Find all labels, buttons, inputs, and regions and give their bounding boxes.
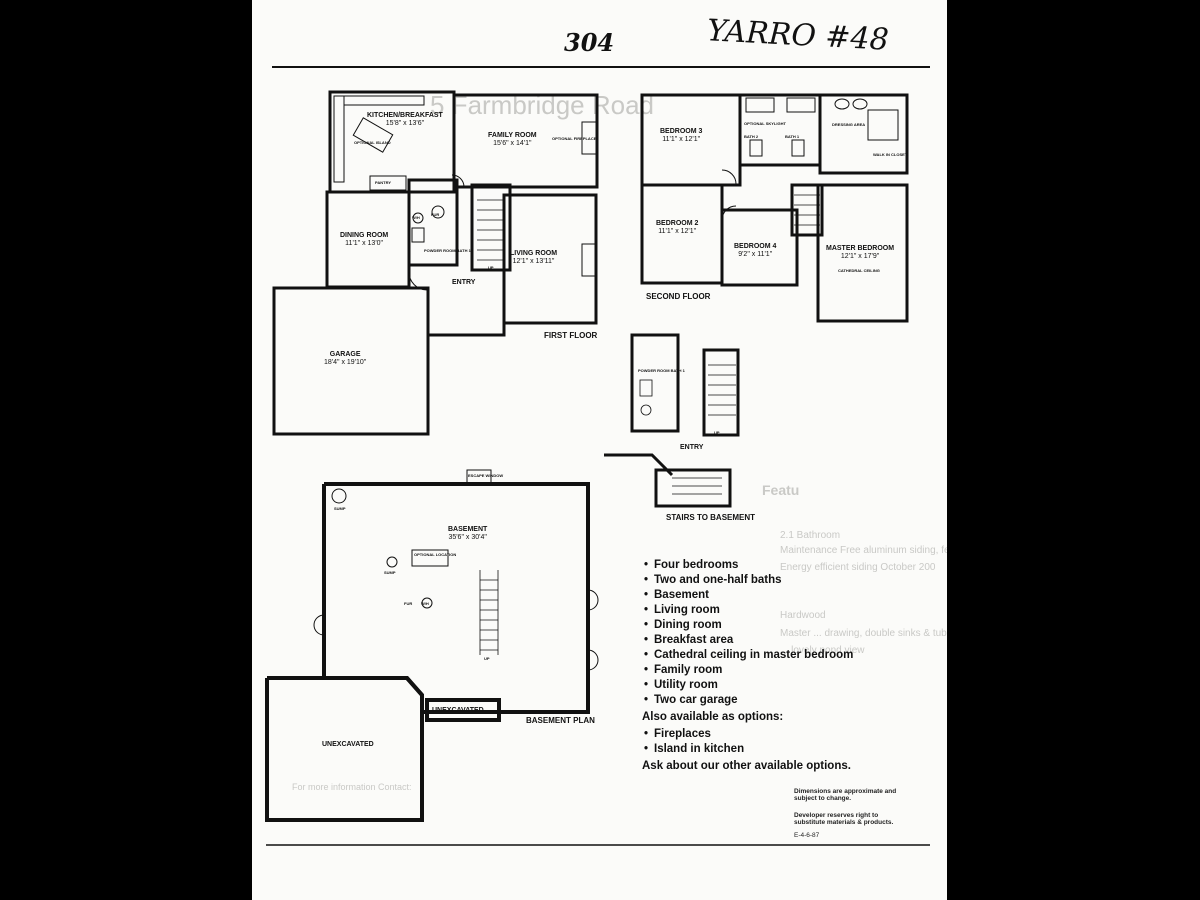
second-floor-plan: [640, 93, 909, 323]
ask-about-options: Ask about our other available options.: [642, 760, 851, 772]
feature-item: •Utility room: [644, 679, 718, 691]
second-floor-caption: SECOND FLOOR: [646, 292, 711, 301]
walk-in-closet-label: WALK IN CLOSET: [873, 152, 908, 157]
ghost-line-4: Hardwood: [780, 610, 826, 621]
options-list: •Fireplaces •Island in kitchen: [644, 727, 744, 757]
bath-2-label: BATH 2: [744, 134, 759, 139]
living-room-name: LIVING ROOM: [510, 250, 558, 257]
listing-sheet: 5 Farmbridge Road Featu 2.1 Bathroom Mai…: [252, 0, 947, 900]
entry-detail-plan: [604, 333, 740, 508]
powder-room-label: POWDER ROOM BATH 1: [424, 248, 471, 253]
feature-item: •Living room: [644, 604, 720, 616]
basement-wh-label: W/H: [421, 601, 429, 606]
disclaimer-code: E-4-6-87: [794, 832, 820, 839]
wh-label: W/H: [412, 215, 420, 220]
fur-label: FUR: [431, 212, 440, 217]
ghost-line-6: ... lovely pond view: [780, 645, 865, 656]
fireplace-label: OPTIONAL FIREPLACE: [552, 136, 597, 141]
family-room-name: FAMILY ROOM: [488, 132, 537, 139]
feature-item: •Two car garage: [644, 694, 738, 706]
options-heading: Also available as options:: [642, 711, 784, 723]
basement-label: BASEMENT 35'6" x 30'4": [448, 526, 487, 542]
ghost-features-heading: Featu: [762, 482, 800, 498]
entry-up-label: UP: [714, 430, 720, 435]
pantry-label: PANTRY: [375, 180, 391, 185]
entry-detail-label: ENTRY: [680, 444, 704, 451]
floor-plans: [265, 66, 930, 846]
first-floor-plan: [272, 90, 599, 436]
kitchen-label: KITCHEN/BREAKFAST 15'8" x 13'6": [367, 112, 443, 128]
disclaimer-developer: Developer reserves right to substitute m…: [794, 812, 894, 826]
garage-dims: 18'4" x 19'10": [324, 359, 367, 366]
escape-window-label: ESCAPE WINDOW: [468, 473, 504, 478]
disclaimer-dimensions: Dimensions are approximate and subject t…: [794, 788, 897, 802]
master-bedroom-name: MASTER BEDROOM: [826, 245, 895, 252]
ghost-contact: For more information Contact:: [292, 782, 412, 792]
basement-plan: [265, 482, 590, 822]
first-floor-caption: FIRST FLOOR: [544, 331, 598, 340]
ghost-line-5: Master ... drawing, double sinks & tub: [780, 628, 947, 639]
ghost-line-1: 2.1 Bathroom: [780, 530, 841, 541]
bedroom-4-dims: 9'2" x 11'1": [738, 251, 773, 258]
bedroom-2-name: BEDROOM 2: [656, 220, 699, 227]
entry-label: ENTRY: [452, 279, 476, 286]
basement-plan-caption: BASEMENT PLAN: [526, 716, 595, 725]
dressing-area-label: DRESSING AREA: [832, 122, 866, 127]
bedroom-3-name: BEDROOM 3: [660, 128, 703, 135]
bedroom-3-label: BEDROOM 3 11'1" x 12'1": [660, 128, 702, 144]
ghost-line-2: Maintenance Free aluminum siding, fences…: [780, 545, 947, 556]
stairs-to-basement-caption: STAIRS TO BASEMENT: [666, 513, 756, 522]
features-list: •Four bedrooms •Two and one-half baths •…: [644, 558, 853, 708]
kitchen-dims: 15'8" x 13'6": [385, 120, 425, 127]
up-label-first: UP: [488, 265, 494, 270]
garage-label: GARAGE 18'4" x 19'10": [324, 351, 366, 367]
garage-name: GARAGE: [329, 351, 361, 358]
bedroom-2-label: BEDROOM 2 11'1" x 12'1": [656, 220, 698, 236]
basement-up-label: UP: [484, 656, 490, 661]
unexcavated-label-large: UNEXCAVATED: [322, 741, 374, 748]
living-room-label: LIVING ROOM 12'1" x 13'11": [510, 250, 557, 266]
basement-fur-label: FUR: [404, 601, 413, 606]
dining-room-label: DINING ROOM 11'1" x 13'0": [340, 232, 388, 248]
bedroom-3-dims: 11'1" x 12'1": [662, 136, 701, 143]
feature-item: •Dining room: [644, 619, 722, 631]
island-label: OPTIONAL ISLAND: [354, 140, 391, 145]
master-bedroom-dims: 12'1" x 17'9": [840, 253, 880, 260]
feature-item: •Basement: [644, 589, 709, 601]
option-item: •Fireplaces: [644, 728, 711, 740]
sump-label-2: SUMP: [384, 570, 396, 575]
dining-room-name: DINING ROOM: [340, 232, 389, 239]
feature-item: •Two and one-half baths: [644, 574, 782, 586]
family-room-dims: 15'6" x 14'1": [493, 140, 532, 147]
bedroom-4-name: BEDROOM 4: [734, 243, 777, 250]
unexcavated-label-small: UNEXCAVATED: [432, 707, 484, 714]
bedroom-2-dims: 11'1" x 12'1": [658, 228, 697, 235]
sump-label-1: SUMP: [334, 506, 346, 511]
ghost-line-3: Energy efficient siding October 200: [780, 562, 936, 573]
cathedral-ceiling-label: CATHEDRAL CEILING: [838, 268, 880, 273]
feature-item: •Four bedrooms: [644, 559, 739, 571]
page-number: 304: [564, 28, 615, 57]
dining-room-dims: 11'1" x 13'0": [345, 240, 384, 247]
bedroom-4-label: BEDROOM 4 9'2" x 11'1": [734, 243, 776, 259]
entry-powder-room-label: POWDER ROOM BATH 1: [638, 368, 685, 373]
family-room-label: FAMILY ROOM 15'6" x 14'1": [488, 132, 537, 148]
master-bedroom-label: MASTER BEDROOM 12'1" x 17'9": [826, 245, 894, 261]
optional-location-label: OPTIONAL LOCATION: [414, 552, 457, 557]
basement-dims: 35'6" x 30'4": [448, 534, 487, 541]
option-item: •Island in kitchen: [644, 743, 745, 755]
basement-name: BASEMENT: [448, 526, 488, 533]
feature-item: •Family room: [644, 664, 723, 676]
feature-item: •Breakfast area: [644, 634, 734, 646]
bath-1-label: BATH 1: [785, 134, 800, 139]
skylight-label: OPTIONAL SKYLIGHT: [744, 121, 786, 126]
living-room-dims: 12'1" x 13'11": [512, 258, 555, 265]
kitchen-name: KITCHEN/BREAKFAST: [367, 112, 443, 119]
feature-item: •Cathedral ceiling in master bedroom: [644, 649, 854, 661]
